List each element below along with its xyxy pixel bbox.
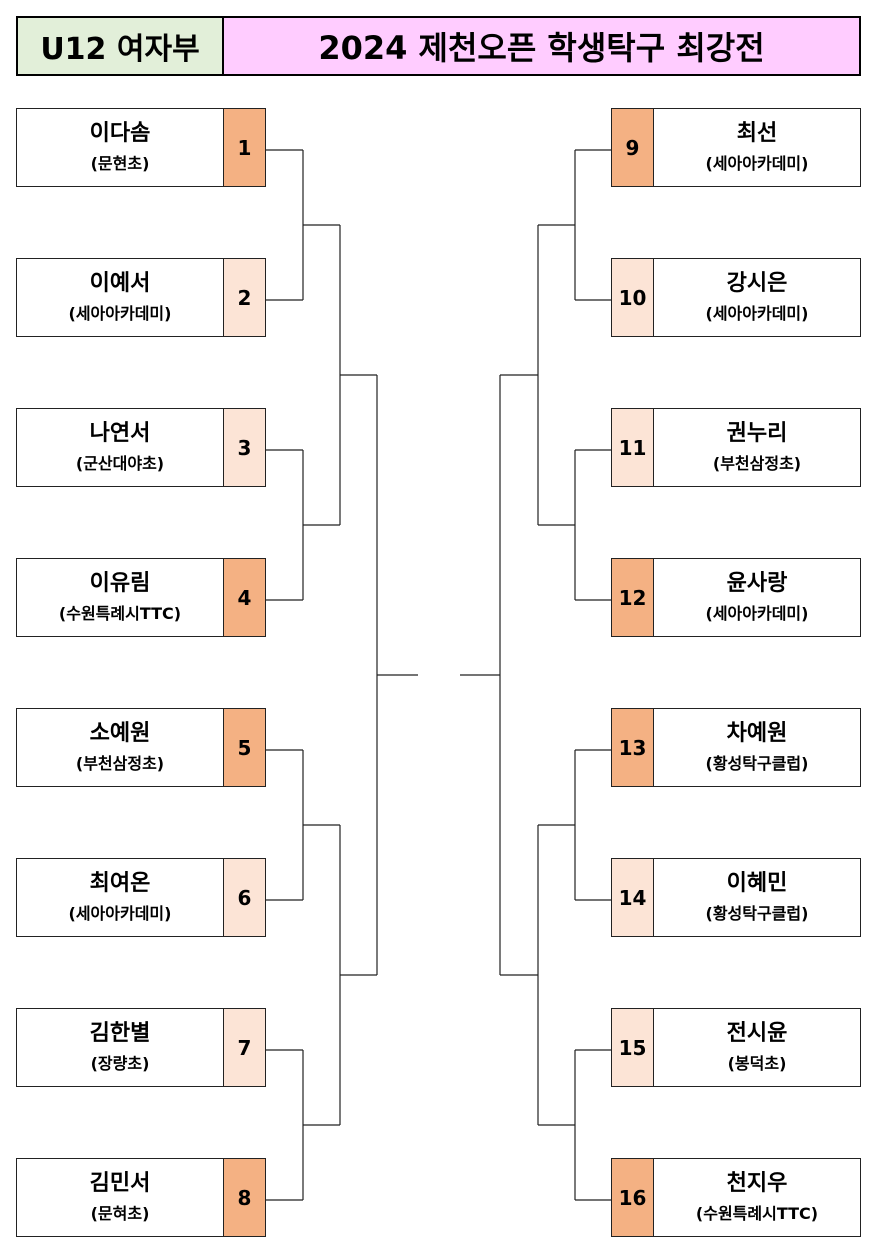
player-slot-2: 이예서 (세아아카데미) 2 bbox=[16, 258, 266, 337]
seed-number: 1 bbox=[223, 109, 265, 186]
player-slot-15: 15 전시윤 (봉덕초) bbox=[611, 1008, 861, 1087]
seed-number: 15 bbox=[612, 1009, 654, 1086]
tournament-title: 2024 제천오픈 학생탁구 최강전 bbox=[224, 16, 861, 76]
player-name: 이혜민 bbox=[726, 870, 788, 896]
seed-number: 2 bbox=[223, 259, 265, 336]
seed-number: 10 bbox=[612, 259, 654, 336]
player-info: 천지우 (수원특례시TTC) bbox=[654, 1159, 860, 1236]
player-team: (세아아카데미) bbox=[705, 603, 809, 623]
player-name: 권누리 bbox=[726, 420, 788, 446]
player-info: 나연서 (군산대야초) bbox=[17, 409, 223, 486]
seed-number: 8 bbox=[223, 1159, 265, 1236]
player-info: 소예원 (부천삼정초) bbox=[17, 709, 223, 786]
player-name: 강시은 bbox=[726, 270, 788, 296]
player-slot-1: 이다솜 (문현초) 1 bbox=[16, 108, 266, 187]
player-info: 최여온 (세아아카데미) bbox=[17, 859, 223, 936]
player-team: (세아아카데미) bbox=[705, 153, 809, 173]
player-slot-9: 9 최선 (세아아카데미) bbox=[611, 108, 861, 187]
player-team: (부천삼정초) bbox=[712, 453, 802, 473]
player-name: 최여온 bbox=[89, 870, 151, 896]
seed-number: 11 bbox=[612, 409, 654, 486]
player-team: (세아아카데미) bbox=[705, 303, 809, 323]
player-slot-14: 14 이혜민 (황성탁구클럽) bbox=[611, 858, 861, 937]
player-slot-6: 최여온 (세아아카데미) 6 bbox=[16, 858, 266, 937]
seed-number: 12 bbox=[612, 559, 654, 636]
player-info: 이예서 (세아아카데미) bbox=[17, 259, 223, 336]
player-info: 윤사랑 (세아아카데미) bbox=[654, 559, 860, 636]
player-team: (봉덕초) bbox=[727, 1053, 787, 1073]
player-team: (장량초) bbox=[90, 1053, 150, 1073]
player-name: 이예서 bbox=[89, 270, 151, 296]
seed-number: 5 bbox=[223, 709, 265, 786]
player-name: 김민서 bbox=[89, 1170, 151, 1196]
player-name: 이다솜 bbox=[89, 120, 151, 146]
player-name: 천지우 bbox=[726, 1170, 788, 1196]
player-team: (문혀초) bbox=[90, 1203, 150, 1223]
player-info: 이혜민 (황성탁구클럽) bbox=[654, 859, 860, 936]
player-slot-4: 이유림 (수원특례시TTC) 4 bbox=[16, 558, 266, 637]
player-team: (군산대야초) bbox=[75, 453, 165, 473]
player-slot-11: 11 권누리 (부천삼정초) bbox=[611, 408, 861, 487]
seed-number: 4 bbox=[223, 559, 265, 636]
seed-number: 13 bbox=[612, 709, 654, 786]
player-info: 차예원 (황성탁구클럽) bbox=[654, 709, 860, 786]
category-label: U12 여자부 bbox=[16, 16, 224, 76]
player-team: (수원특례시TTC) bbox=[695, 1203, 819, 1223]
seed-number: 7 bbox=[223, 1009, 265, 1086]
seed-number: 3 bbox=[223, 409, 265, 486]
seed-number: 9 bbox=[612, 109, 654, 186]
player-info: 강시은 (세아아카데미) bbox=[654, 259, 860, 336]
player-name: 전시윤 bbox=[726, 1020, 788, 1046]
seed-number: 14 bbox=[612, 859, 654, 936]
player-name: 소예원 bbox=[89, 720, 151, 746]
player-team: (수원특례시TTC) bbox=[58, 603, 182, 623]
player-info: 이다솜 (문현초) bbox=[17, 109, 223, 186]
player-slot-7: 김한별 (장량초) 7 bbox=[16, 1008, 266, 1087]
player-name: 나연서 bbox=[89, 420, 151, 446]
player-name: 최선 bbox=[736, 120, 778, 146]
player-info: 권누리 (부천삼정초) bbox=[654, 409, 860, 486]
player-team: (황성탁구클럽) bbox=[705, 753, 809, 773]
player-team: (부천삼정초) bbox=[75, 753, 165, 773]
player-info: 이유림 (수원특례시TTC) bbox=[17, 559, 223, 636]
player-team: (세아아카데미) bbox=[68, 303, 172, 323]
player-slot-10: 10 강시은 (세아아카데미) bbox=[611, 258, 861, 337]
player-slot-16: 16 천지우 (수원특례시TTC) bbox=[611, 1158, 861, 1237]
player-slot-8: 김민서 (문혀초) 8 bbox=[16, 1158, 266, 1237]
player-slot-5: 소예원 (부천삼정초) 5 bbox=[16, 708, 266, 787]
player-info: 김한별 (장량초) bbox=[17, 1009, 223, 1086]
player-name: 차예원 bbox=[726, 720, 788, 746]
player-info: 전시윤 (봉덕초) bbox=[654, 1009, 860, 1086]
player-team: (문현초) bbox=[90, 153, 150, 173]
player-name: 김한별 bbox=[89, 1020, 151, 1046]
player-slot-3: 나연서 (군산대야초) 3 bbox=[16, 408, 266, 487]
player-name: 이유림 bbox=[89, 570, 151, 596]
seed-number: 6 bbox=[223, 859, 265, 936]
seed-number: 16 bbox=[612, 1159, 654, 1236]
player-team: (세아아카데미) bbox=[68, 903, 172, 923]
player-slot-12: 12 윤사랑 (세아아카데미) bbox=[611, 558, 861, 637]
player-name: 윤사랑 bbox=[726, 570, 788, 596]
player-info: 최선 (세아아카데미) bbox=[654, 109, 860, 186]
player-info: 김민서 (문혀초) bbox=[17, 1159, 223, 1236]
player-slot-13: 13 차예원 (황성탁구클럽) bbox=[611, 708, 861, 787]
player-team: (황성탁구클럽) bbox=[705, 903, 809, 923]
